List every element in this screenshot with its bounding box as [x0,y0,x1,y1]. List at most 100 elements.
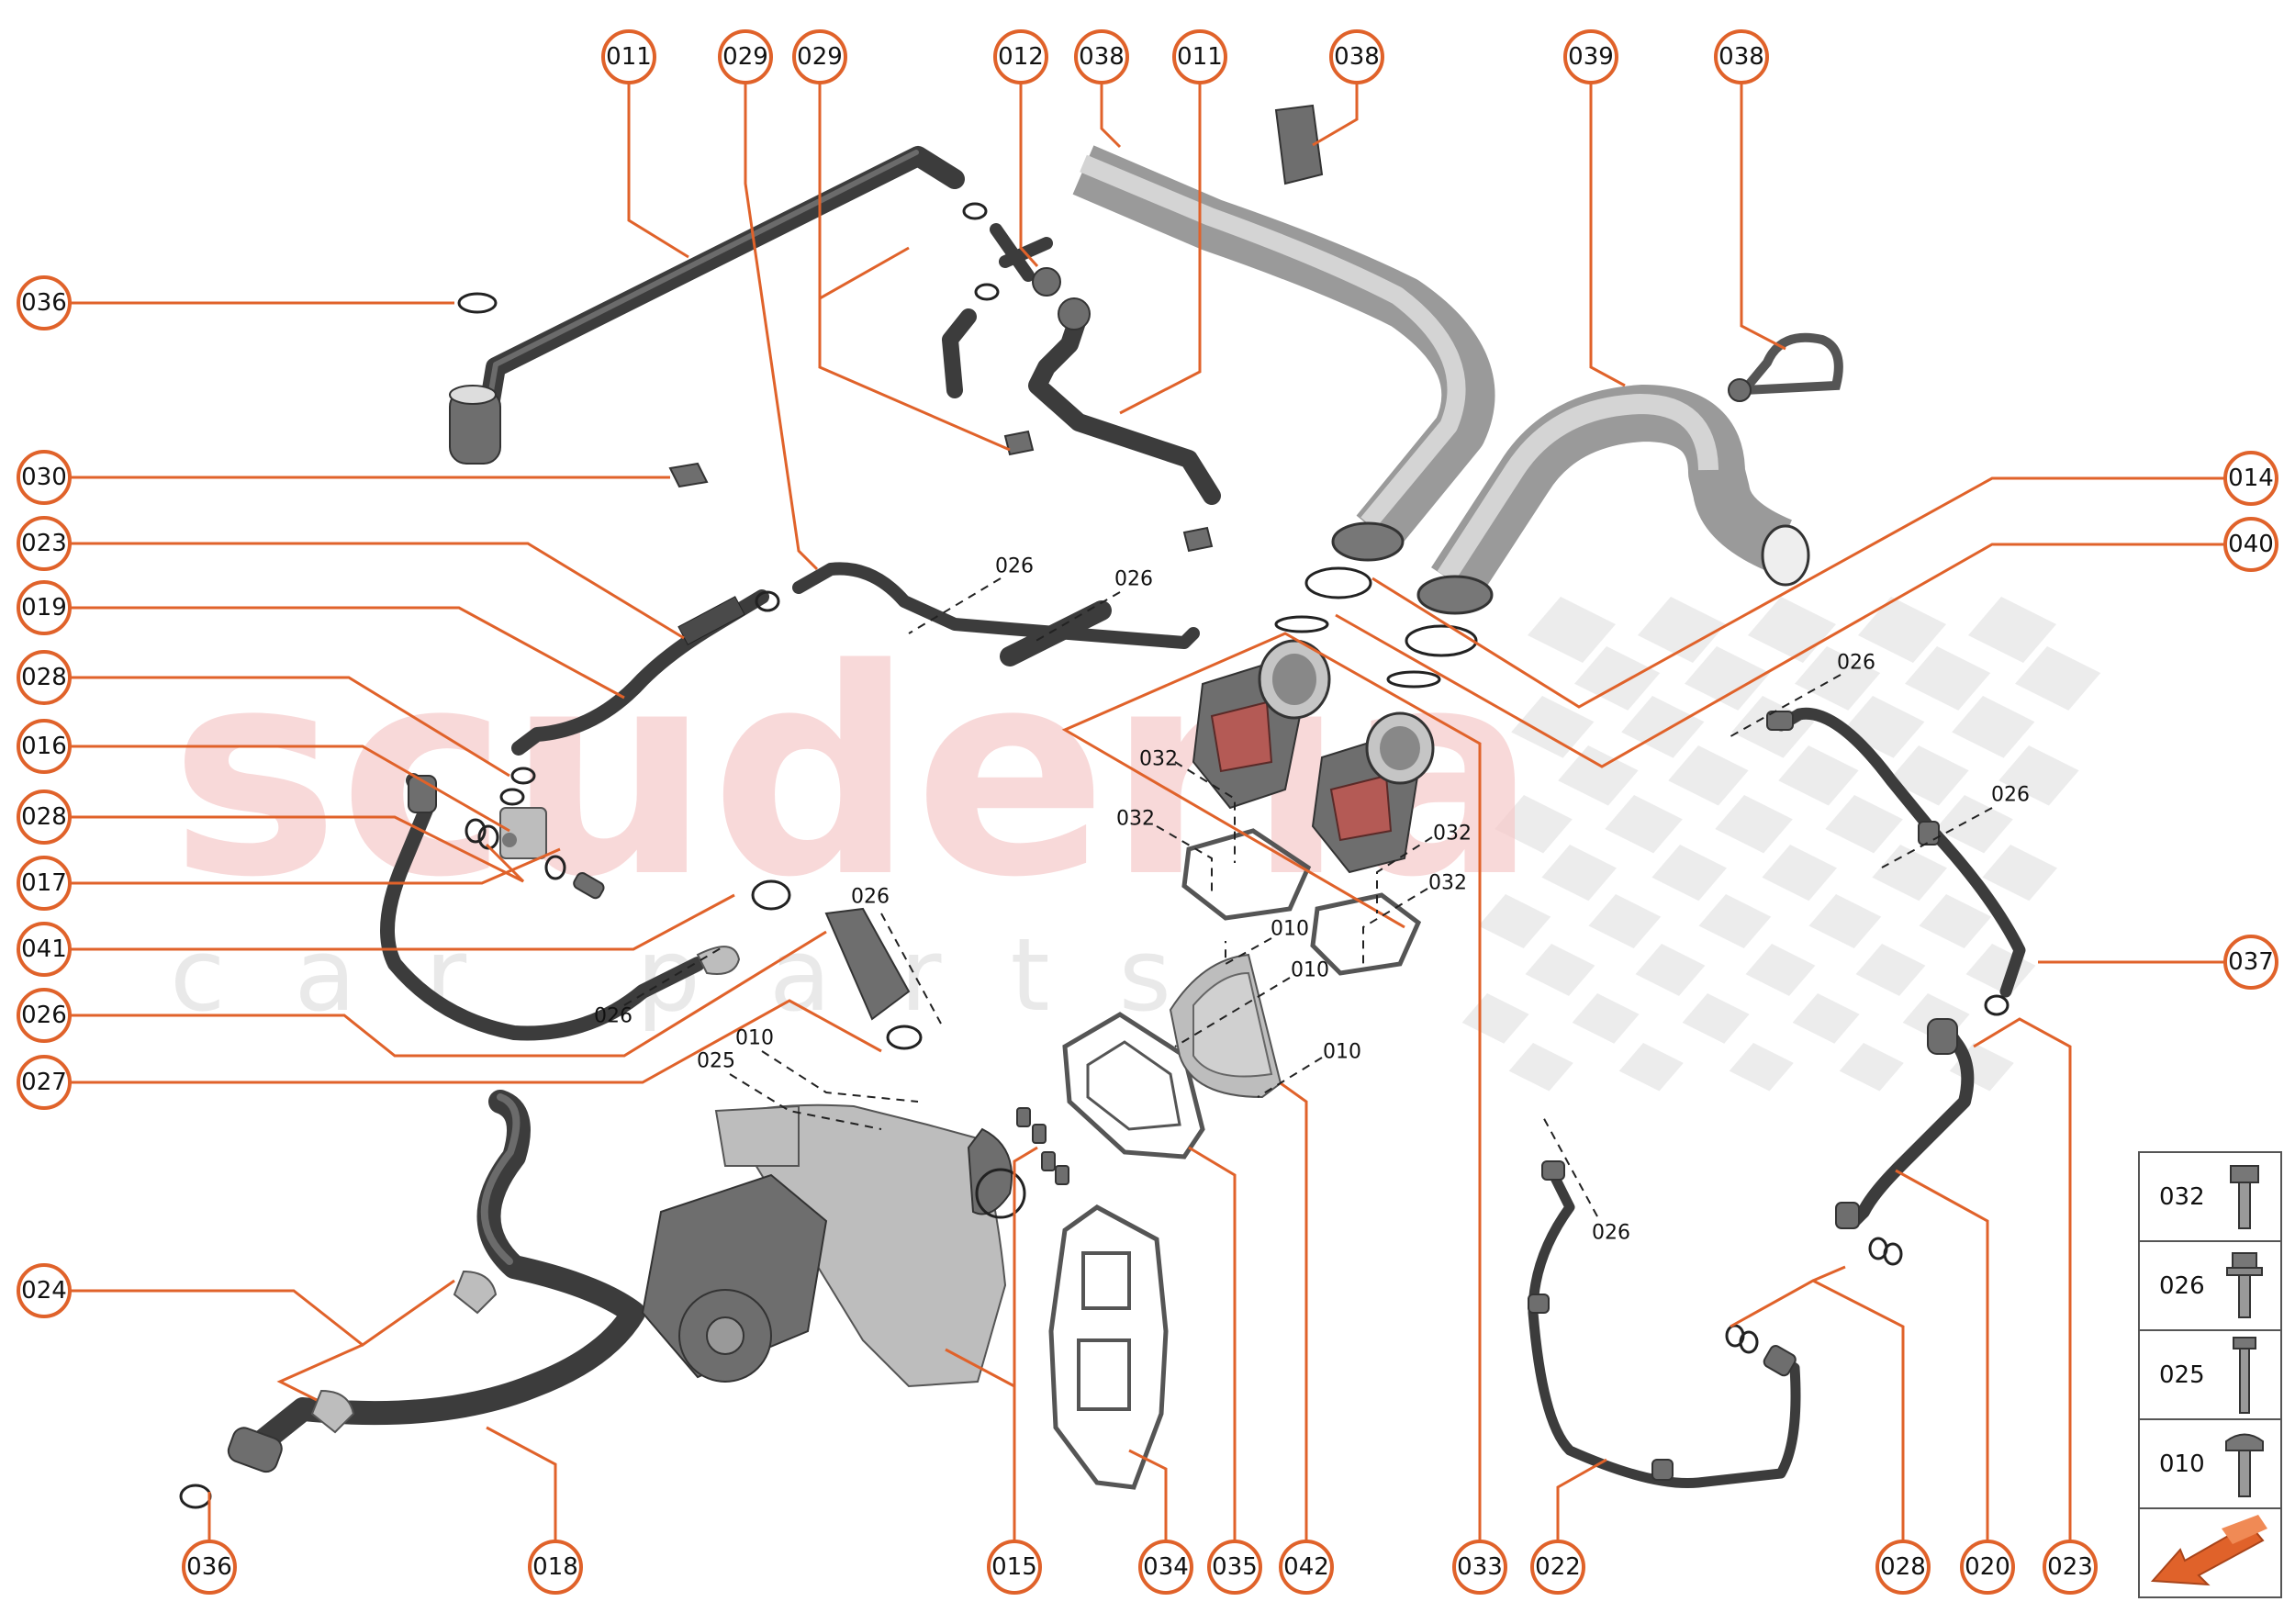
part-030-clip [668,462,709,488]
callout-033: 033 [1452,1540,1507,1595]
dash-010 [1257,1057,1323,1098]
dash-032 [1156,825,1213,895]
callout-label: 029 [722,43,768,71]
checker-cell [1461,993,1529,1044]
small-label-026: 026 [1991,784,2030,807]
callout-circle [1714,29,1769,84]
callout-circle [17,856,72,911]
small-label-026: 026 [851,886,890,909]
callout-018: 018 [528,1540,583,1595]
part-011-hose-upper [449,146,965,465]
callout-circle [182,1540,237,1595]
part-thermostat-gaskets [1181,828,1422,976]
callout-label: 011 [606,43,652,71]
legend-label-026: 026 [2159,1272,2205,1300]
leader-014 [1371,476,2231,709]
checker-cell [1618,1043,1684,1092]
leader-033 [1061,632,1482,1547]
checker-cell [1919,894,1992,949]
callout-label: 023 [2047,1553,2093,1581]
checker-cell [1762,845,1837,902]
leader-035 [1188,1146,1237,1547]
part-thermostat-housing-left [1192,639,1331,810]
checker-cell [1511,696,1595,758]
callout-023: 023 [17,516,72,571]
callout-label: 028 [1880,1553,1926,1581]
checker-cell [2015,646,2101,711]
hex-bolt-short-icon [2230,1165,2259,1229]
callout-014: 014 [2223,451,2278,506]
callout-035: 035 [1207,1540,1262,1595]
callout-circle [2223,935,2278,990]
leader-028 [64,815,525,883]
callout-label: 038 [1079,43,1125,71]
part-040-oring-pipe [1274,566,1478,689]
callout-circle [17,580,72,635]
part-022-hose-bottom-right [1528,1160,1801,1489]
callout-037: 037 [2223,935,2278,990]
small-label-032: 032 [1433,823,1472,846]
watermark-checker-pattern [1461,597,2101,1092]
checker-cell [1905,646,1991,711]
callout-label: 041 [21,935,67,963]
leader-027 [64,999,882,1084]
callout-041: 041 [17,922,72,977]
callout-label: 023 [21,530,67,557]
callout-label: 038 [1334,43,1380,71]
leader-018 [486,1426,557,1547]
dash-026 [908,577,1002,634]
callout-029: 029 [718,29,773,84]
checker-cell [1508,1043,1573,1092]
callout-017: 017 [17,856,72,911]
part-039-coolant-pipe [1416,385,1810,615]
leader-020 [1895,1169,1989,1547]
checker-cell [1685,646,1771,711]
leader-016 [64,745,510,833]
dash-026 [1032,591,1121,644]
callout-circle [601,29,656,84]
checker-cell [1621,696,1705,758]
callout-label: 036 [21,289,67,317]
checker-cell [1541,845,1617,902]
callout-circle [17,922,72,977]
checker-cell [1495,795,1573,854]
callout-label: 015 [991,1553,1037,1581]
callout-label: 040 [2228,531,2274,558]
callout-028: 028 [17,790,72,845]
callout-circle [17,988,72,1043]
callout-038: 038 [1074,29,1129,84]
dash-010 [1225,937,1272,966]
leader-041 [64,893,735,951]
leader-015 [945,1146,1038,1547]
part-034-gasket [1048,1204,1169,1490]
leader-012 [1019,77,1039,268]
callout-015: 015 [987,1540,1042,1595]
checker-cell [1872,845,1947,902]
small-label-010: 010 [1271,918,1309,941]
callout-circle [2223,451,2278,506]
callout-circle [17,450,72,505]
callout-label: 020 [1965,1553,2010,1581]
callout-034: 034 [1138,1540,1193,1595]
callout-038: 038 [1714,29,1769,84]
dash-026 [623,945,726,1006]
callout-label: 011 [1177,43,1223,71]
small-label-010: 010 [735,1027,774,1050]
callout-027: 027 [17,1055,72,1110]
small-label-026: 026 [1114,568,1153,591]
callout-label: 030 [21,464,67,491]
part-027-elbow-fitting [824,907,923,1050]
callout-label: 018 [532,1553,578,1581]
part-thermostat-housing-right [1311,711,1435,874]
dashed-reference-lines [623,577,1993,1217]
callout-circle [1530,1540,1585,1595]
callout-label: 027 [21,1069,67,1096]
callout-circle [17,275,72,330]
callout-016: 016 [17,719,72,774]
small-label-032: 032 [1116,808,1155,831]
dash-010 [761,1050,919,1103]
legend-label-010: 010 [2159,1450,2205,1478]
checker-cell [1998,745,2079,806]
small-label-026: 026 [1592,1222,1630,1245]
legend-label-032: 032 [2159,1183,2205,1211]
